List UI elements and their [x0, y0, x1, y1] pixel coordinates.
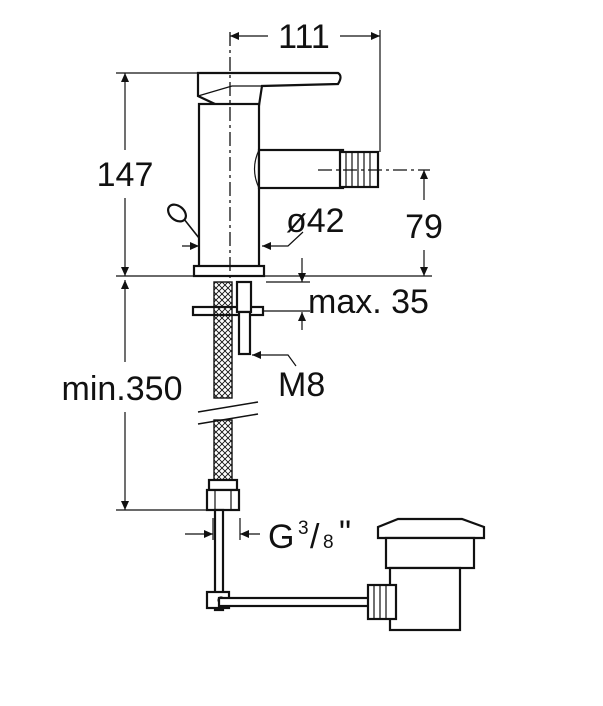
faucet-body	[167, 71, 380, 278]
break-mark-1	[197, 401, 259, 413]
connector-slash: /	[310, 518, 320, 556]
faucet-column	[197, 102, 261, 276]
braided-hose	[197, 281, 259, 512]
dimension-max35: max. 35	[263, 258, 429, 330]
dim-111-text: 111	[278, 18, 330, 56]
waste-flange	[384, 536, 476, 570]
hose-upper	[213, 281, 233, 399]
connector-denominator: 8	[323, 532, 334, 553]
waste-cap	[376, 517, 486, 540]
connector-inch-mark: "	[339, 514, 351, 552]
dimension-min350: min.350	[62, 280, 207, 511]
dimension-79: 79	[264, 170, 443, 277]
dim-max35-text: max. 35	[308, 283, 429, 321]
break-mark-2	[197, 413, 259, 425]
dimension-diameter: ø42	[182, 202, 345, 250]
base-flange	[192, 264, 266, 278]
vertical-rod	[213, 508, 225, 612]
label-connector: G 3 / 8 "	[185, 514, 351, 556]
connector-g: G	[268, 518, 294, 556]
waste-nut	[366, 583, 398, 621]
label-m8-text: M8	[278, 366, 325, 404]
hose-lower	[213, 419, 233, 481]
popup-knob	[167, 203, 200, 239]
spout	[257, 148, 345, 190]
horizontal-rod	[217, 596, 371, 608]
fitting-ferrule	[207, 478, 239, 492]
dim-147-text: 147	[97, 156, 154, 194]
popup-waste	[366, 517, 486, 632]
dim-79-text: 79	[405, 208, 443, 246]
dimension-111: 111	[230, 18, 381, 152]
waste-body	[388, 566, 462, 632]
dimension-147: 147	[97, 72, 198, 277]
dim-min350-text: min.350	[62, 370, 183, 408]
stud-upper	[235, 280, 253, 314]
connector-numerator: 3	[298, 518, 309, 539]
dim-diameter-text: ø42	[286, 202, 345, 240]
threaded-stud	[237, 310, 252, 356]
label-m8: M8	[252, 351, 325, 404]
fitting-nut	[205, 488, 241, 512]
